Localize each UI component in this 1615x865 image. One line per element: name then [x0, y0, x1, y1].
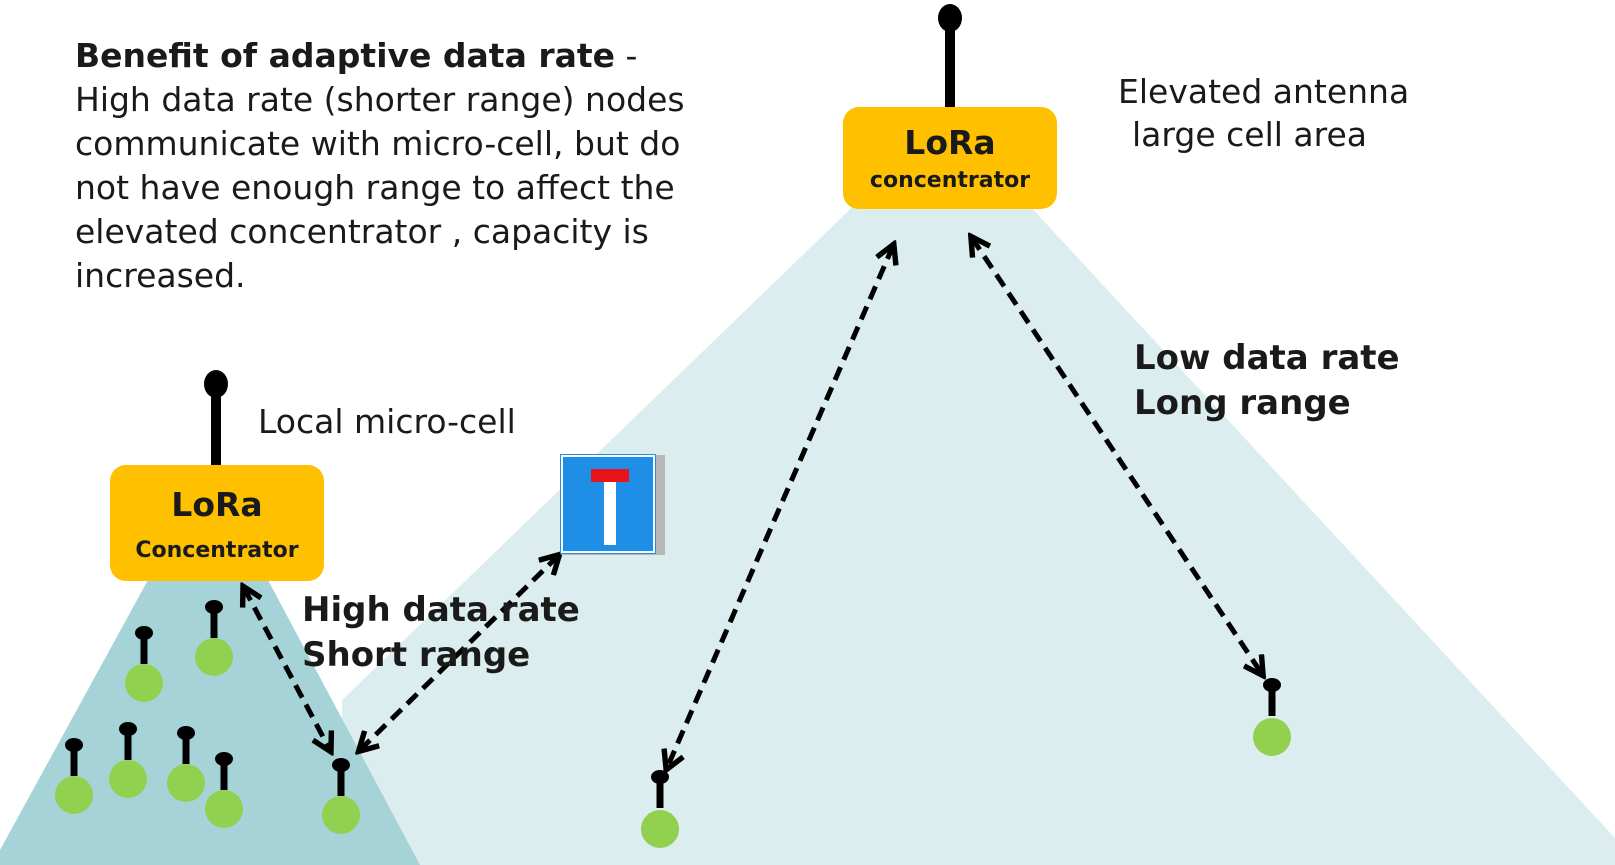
node-micro-1: [125, 626, 163, 702]
dead-end-road-sign-icon: [560, 454, 665, 555]
link-elevated-to-center-node: [667, 246, 893, 768]
high-data-rate-label: High data rate Short range: [302, 588, 580, 678]
link-micro-to-edge-node: [244, 588, 330, 750]
benefit-line: communicate with micro-cell, but do: [75, 124, 681, 163]
concentrator-subtitle: concentrator: [869, 168, 1031, 193]
sign-stem: [604, 471, 616, 545]
node-micro-6: [205, 752, 243, 828]
micro-cell-label: Local micro-cell: [258, 402, 516, 441]
benefit-line: elevated concentrator , capacity is: [75, 212, 649, 251]
link-edge-node-to-sign: [360, 556, 558, 750]
elevated-label-line1: Elevated antenna: [1118, 72, 1410, 111]
node-micro-2: [195, 600, 233, 676]
low-rate-line1: Low data rate: [1134, 338, 1400, 378]
concentrator-title: LoRa: [904, 123, 996, 162]
low-rate-line2: Long range: [1134, 383, 1351, 423]
node-micro-edge: [322, 758, 360, 834]
elevated-antenna-label: Elevated antenna large cell area: [1118, 70, 1438, 156]
low-data-rate-label: Low data rate Long range: [1134, 336, 1400, 426]
elevated-lora-concentrator: LoRa concentrator: [843, 107, 1057, 209]
node-right: [1253, 678, 1291, 756]
micro-cell-coverage: [0, 580, 420, 865]
high-rate-line1: High data rate: [302, 590, 580, 630]
sign-bar: [591, 469, 629, 482]
antenna-mast-icon: [938, 4, 962, 108]
node-micro-3: [55, 738, 93, 814]
benefit-line: not have enough range to affect the: [75, 168, 675, 207]
benefit-heading-line: Benefit of adaptive data rate -: [75, 34, 715, 78]
high-rate-line2: Short range: [302, 635, 531, 675]
benefit-description: Benefit of adaptive data rate - High dat…: [75, 34, 715, 298]
local-antenna-mast-icon: [204, 370, 228, 466]
elevated-label-line2: large cell area: [1132, 115, 1367, 154]
benefit-line: High data rate (shorter range) nodes: [75, 80, 685, 119]
sign-face: [560, 454, 656, 554]
local-lora-concentrator: LoRa Concentrator: [110, 465, 324, 581]
concentrator-subtitle: Concentrator: [135, 538, 299, 563]
node-center: [641, 770, 679, 848]
benefit-line: increased.: [75, 256, 246, 295]
node-micro-4: [109, 722, 147, 798]
benefit-heading: Benefit of adaptive data rate: [75, 36, 616, 75]
benefit-separator: -: [615, 36, 638, 75]
node-micro-5: [167, 726, 205, 802]
concentrator-title: LoRa: [171, 485, 263, 524]
